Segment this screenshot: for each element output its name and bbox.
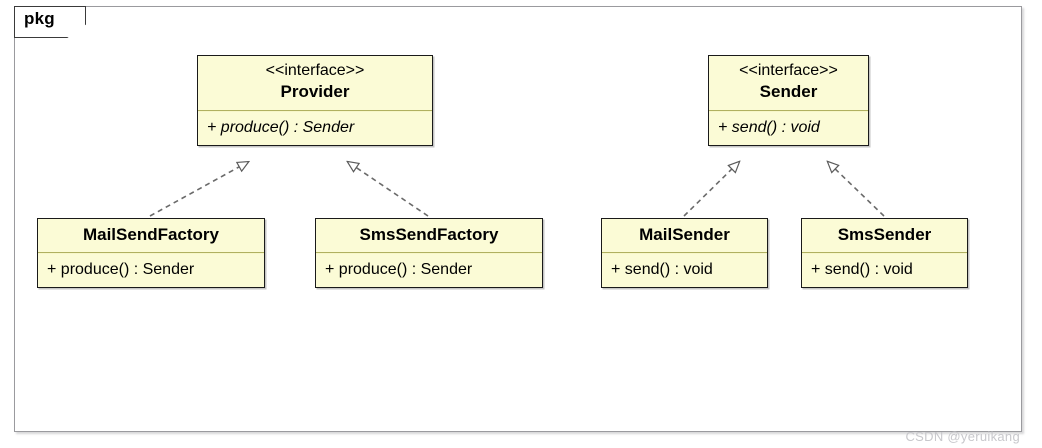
class-name-smssender: SmsSender [837, 225, 932, 244]
class-members-sender: + send() : void [709, 110, 868, 145]
class-members-smssender: + send() : void [802, 253, 967, 287]
member-smssender-send: + send() : void [811, 261, 913, 279]
class-box-smssender[interactable]: SmsSender + send() : void [801, 218, 968, 289]
class-header-mailsender: MailSender [602, 219, 767, 254]
class-members-mailsender: + send() : void [602, 253, 767, 287]
class-name-smssendfactory: SmsSendFactory [359, 225, 499, 244]
stereotype-sender: <<interface>> [739, 62, 838, 79]
class-header-smssendfactory: SmsSendFactory [316, 219, 542, 254]
class-header-smssender: SmsSender [802, 219, 967, 254]
class-header-mailsendfactory: MailSendFactory [38, 219, 264, 254]
watermark: CSDN @yeruikang [905, 429, 1020, 444]
member-sender-send: + send() : void [718, 118, 820, 136]
class-members-mailsendfactory: + produce() : Sender [38, 253, 264, 287]
member-mailsendfactory-produce: + produce() : Sender [47, 261, 195, 279]
class-members-provider: + produce() : Sender [198, 110, 432, 145]
class-name-provider: Provider [280, 82, 350, 102]
member-smssendfactory-produce: + produce() : Sender [325, 261, 473, 279]
class-name-sender: Sender [759, 82, 818, 102]
package-label: pkg [24, 9, 55, 28]
member-provider-produce: + produce() : Sender [207, 118, 355, 136]
class-box-mailsender[interactable]: MailSender + send() : void [601, 218, 768, 289]
class-header-sender: <<interface>> Sender [709, 56, 868, 111]
class-box-provider[interactable]: <<interface>> Provider + produce() : Sen… [197, 55, 433, 146]
class-box-smssendfactory[interactable]: SmsSendFactory + produce() : Sender [315, 218, 543, 289]
class-name-mailsendfactory: MailSendFactory [82, 225, 220, 244]
class-box-sender[interactable]: <<interface>> Sender + send() : void [708, 55, 869, 146]
class-name-mailsender: MailSender [639, 225, 730, 244]
stereotype-provider: <<interface>> [265, 62, 365, 79]
member-mailsender-send: + send() : void [611, 261, 713, 279]
class-box-mailsendfactory[interactable]: MailSendFactory + produce() : Sender [37, 218, 265, 289]
class-header-provider: <<interface>> Provider [198, 56, 432, 111]
package-tab [14, 6, 86, 38]
class-members-smssendfactory: + produce() : Sender [316, 253, 542, 287]
